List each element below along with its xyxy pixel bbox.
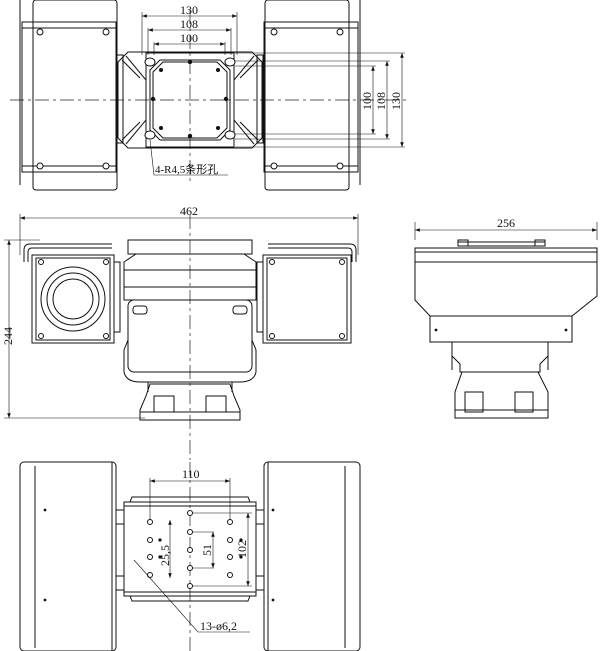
right-camera-panel — [256, 254, 352, 344]
gimbal-top — [116, 51, 264, 149]
dim-130-top: 130 — [180, 3, 198, 17]
left-housing-top — [19, 0, 118, 191]
dim-110: 110 — [182, 467, 200, 481]
dim-108-side: 108 — [374, 92, 388, 110]
left-camera-panel — [31, 254, 121, 344]
slot-note: 4-R4,5条形孔 — [155, 162, 218, 176]
left-housing-bottom — [19, 461, 125, 651]
dim-25-5: 25,5 — [158, 545, 172, 566]
dim-244: 244 — [1, 327, 15, 345]
bottom-view: 110 25,5 51 102 13-ø6,2 — [19, 461, 361, 651]
top-view: 130 108 100 100 108 130 4-R4,5条形孔 — [10, 0, 408, 191]
dim-256: 256 — [497, 216, 515, 230]
side-view: 256 — [414, 216, 598, 419]
dim-462: 462 — [180, 204, 198, 218]
right-housing-bottom — [255, 461, 361, 651]
dim-100-top: 100 — [180, 31, 198, 45]
dim-102: 102 — [235, 540, 249, 558]
front-view: 462 244 — [1, 204, 359, 460]
dim-108-top: 108 — [180, 17, 198, 31]
top-width-dimensions: 130 108 100 — [141, 3, 238, 55]
dim-51: 51 — [200, 544, 214, 556]
dim-100-side: 100 — [360, 92, 374, 110]
pan-tilt-body — [123, 239, 257, 421]
mounting-plate — [123, 496, 257, 602]
bottom-dimensions: 110 25,5 51 102 13-ø6,2 — [133, 467, 252, 633]
hole-note: 13-ø6,2 — [200, 619, 237, 633]
dim-130-side: 130 — [389, 92, 403, 110]
right-housing-top — [263, 0, 361, 191]
top-height-dimensions: 100 108 130 — [235, 52, 405, 148]
